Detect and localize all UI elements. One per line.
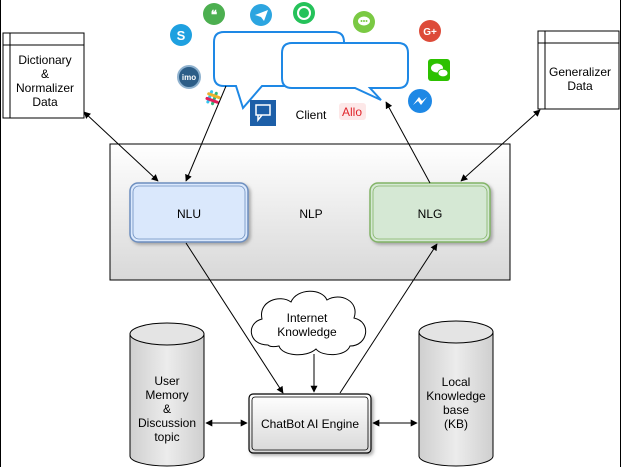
messenger-icon	[408, 89, 432, 113]
user-memory-line4: Discussion	[138, 416, 196, 430]
google-plus-icon: G+	[419, 20, 441, 42]
local-kb-line3: base	[443, 403, 469, 417]
generalizer-data-node: Generalizer Data	[537, 30, 620, 110]
internet-label-line2: Knowledge	[277, 325, 337, 339]
local-kb-line1: Local	[442, 375, 471, 389]
nlu-node	[129, 182, 249, 243]
client-to-nlu-arrow	[185, 85, 227, 182]
nlp-label: NLP	[299, 207, 322, 221]
dictionary-to-nlu-arrow	[83, 111, 159, 182]
generalizer-label-line1: Generalizer	[549, 65, 611, 79]
generalizer-to-nlg-arrow	[460, 109, 541, 182]
client-speech-bubbles	[213, 31, 409, 111]
nlg-to-client-arrow	[385, 101, 431, 184]
chatbot-engine-node	[248, 393, 372, 454]
chat-bubble-green-icon	[353, 11, 375, 33]
svg-text:❝: ❝	[211, 8, 218, 22]
user-memory-line5: topic	[154, 430, 179, 444]
engine-to-nlg-arrow	[339, 243, 438, 394]
allo-label: Allo	[342, 105, 362, 119]
user-memory-line3: &	[163, 402, 171, 416]
dictionary-label-line1: Dictionary	[18, 53, 71, 67]
local-kb-line2: Knowledge	[426, 389, 486, 403]
dictionary-normalizer-data-node: Dictionary & Normalizer Data	[2, 32, 85, 119]
wechat-icon	[428, 59, 450, 81]
dictionary-label-line2: &	[41, 67, 49, 81]
dictionary-label-line4: Data	[32, 95, 58, 109]
user-memory-line1: User	[154, 374, 179, 388]
allo-icon: Allo	[339, 103, 366, 120]
internet-label-line1: Internet	[287, 311, 328, 325]
local-kb-line4: (KB)	[444, 417, 468, 431]
internet-knowledge-cloud: Internet Knowledge	[251, 290, 366, 356]
nlu-label: NLU	[177, 207, 201, 221]
nlu-to-engine-arrow	[185, 242, 284, 394]
hangouts-icon: ❝	[203, 3, 225, 25]
dictionary-label-line3: Normalizer	[16, 81, 74, 95]
generalizer-label-line2: Data	[567, 79, 593, 93]
connectors	[83, 85, 541, 427]
svg-text:G+: G+	[423, 27, 437, 38]
telegram-icon	[250, 4, 272, 26]
engine-label: ChatBot AI Engine	[261, 417, 359, 431]
svg-text:imo: imo	[182, 73, 196, 82]
skype-icon: S	[170, 24, 192, 46]
whatsapp-icon	[293, 2, 315, 24]
sms-icon	[250, 100, 276, 126]
nlg-label: NLG	[418, 207, 443, 221]
local-kb-cylinder: Local Knowledge base (KB)	[418, 320, 494, 467]
user-memory-cylinder: User Memory & Discussion topic	[129, 322, 205, 467]
svg-text:S: S	[177, 28, 186, 43]
imo-icon: imo	[177, 65, 201, 89]
slack-icon	[205, 90, 221, 106]
user-memory-line2: Memory	[145, 388, 188, 402]
client-label: Client	[296, 108, 327, 122]
